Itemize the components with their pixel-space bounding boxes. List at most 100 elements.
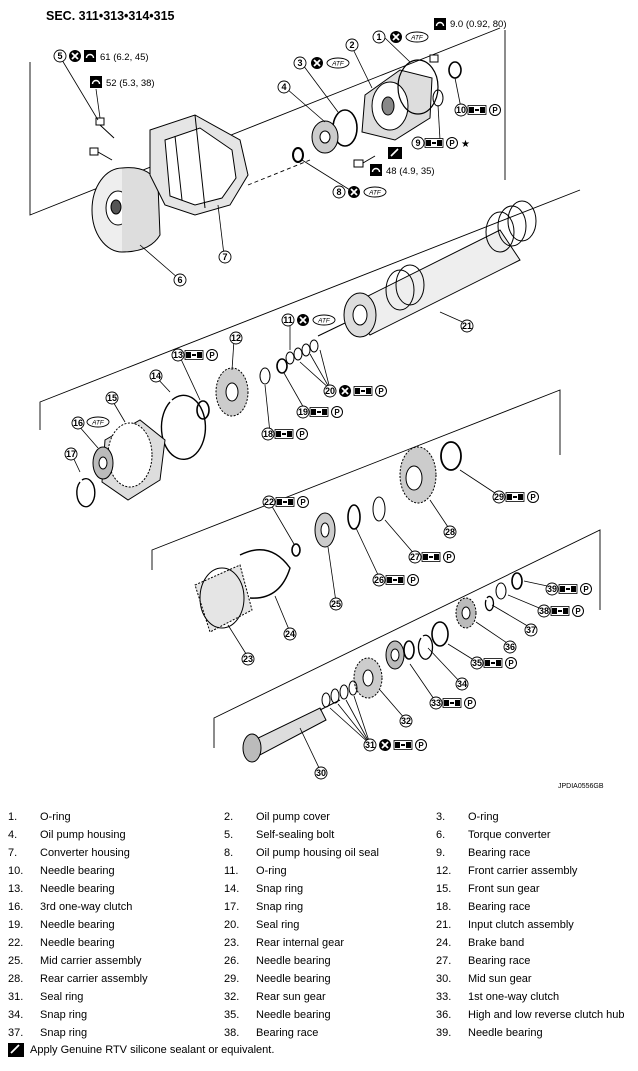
atf-icon: ATF [363, 186, 387, 198]
callout-15: 15 [105, 391, 119, 405]
callout-29: 29 [492, 490, 506, 504]
rear-carrier-assembly [399, 446, 437, 504]
legend-part: Needle bearing [256, 1009, 331, 1021]
svg-text:P: P [583, 585, 589, 594]
legend-part: Bearing race [468, 847, 531, 859]
brake-band [239, 549, 291, 599]
grease-icon [424, 138, 444, 148]
callout-1: 1 [372, 30, 386, 44]
callout-13: 13 [171, 348, 185, 362]
torque-spec-3: 52 (5.3, 38) [106, 78, 155, 89]
note-text: Apply Genuine RTV silicone sealant or eq… [30, 1044, 275, 1056]
legend-num: 20. [224, 919, 240, 931]
legend-row: 13.Needle bearing 14.Snap ring 15.Front … [8, 880, 632, 898]
rear-sun-gear [353, 657, 383, 699]
callout-27: 27 [408, 550, 422, 564]
petrolatum-icon: P [206, 349, 218, 361]
svg-text:9: 9 [415, 138, 420, 148]
torque-icon [89, 75, 103, 89]
callout-22: 22 [262, 495, 276, 509]
svg-text:ATF: ATF [317, 318, 331, 325]
svg-text:24: 24 [285, 629, 295, 639]
pump-bolt [353, 155, 376, 168]
legend-num: 29. [224, 973, 240, 985]
legend-num: 30. [436, 973, 452, 985]
svg-text:P: P [446, 553, 452, 562]
svg-text:8: 8 [336, 187, 341, 197]
petrolatum-icon: P [505, 657, 517, 669]
legend-num: 13. [8, 883, 24, 895]
legend-part: Input clutch assembly [468, 919, 574, 931]
callout-7: 7 [218, 250, 232, 264]
callout-17: 17 [64, 447, 78, 461]
svg-text:P: P [334, 408, 340, 417]
legend-num: 15. [436, 883, 452, 895]
needle-bearing-33 [403, 640, 415, 660]
grease-icon [385, 575, 405, 585]
replace-icon [68, 49, 82, 63]
petrolatum-icon: P [489, 104, 501, 116]
svg-text:25: 25 [331, 599, 341, 609]
petrolatum-icon: P [415, 739, 427, 751]
callout-14: 14 [149, 369, 163, 383]
legend-part: Bearing race [256, 1027, 319, 1039]
svg-text:ATF: ATF [91, 420, 105, 427]
svg-text:29: 29 [494, 492, 504, 502]
torque-spec-4: 48 (4.9, 35) [386, 166, 435, 177]
grease-icon [550, 606, 570, 616]
grease-icon [421, 552, 441, 562]
torque-converter [91, 167, 161, 253]
torque-icon [433, 17, 447, 31]
legend-num: 23. [224, 937, 240, 949]
svg-text:P: P [467, 699, 473, 708]
legend-part: Rear sun gear [256, 991, 326, 1003]
legend-part: Seal ring [40, 991, 84, 1003]
legend-row: 1.O-ring 2.Oil pump cover 3.O-ring [8, 808, 632, 826]
svg-text:13: 13 [173, 350, 183, 360]
callout-33: 33 [429, 696, 443, 710]
legend-part: O-ring [256, 865, 287, 877]
petrolatum-icon: P [443, 551, 455, 563]
svg-text:12: 12 [231, 333, 241, 343]
atf-icon: ATF [86, 416, 110, 428]
svg-text:27: 27 [410, 552, 420, 562]
legend-row: 19.Needle bearing 20.Seal ring 21.Input … [8, 916, 632, 934]
callout-6: 6 [173, 273, 187, 287]
svg-text:3: 3 [297, 58, 302, 68]
legend-row: 31.Seal ring 32.Rear sun gear 33.1st one… [8, 988, 632, 1006]
callout-32: 32 [399, 714, 413, 728]
legend-num: 32. [224, 991, 240, 1003]
callout-12: 12 [229, 331, 243, 345]
svg-text:P: P [418, 741, 424, 750]
svg-text:5: 5 [57, 51, 62, 61]
legend-part: Mid sun gear [468, 973, 532, 985]
legend-num: 26. [224, 955, 240, 967]
rear-internal-gear [194, 564, 253, 633]
replace-icon [347, 185, 361, 199]
legend-part: Oil pump housing [40, 829, 126, 841]
needle-bearing-35 [431, 621, 449, 647]
legend-part: Snap ring [256, 901, 304, 913]
svg-text:P: P [299, 430, 305, 439]
svg-text:16: 16 [73, 418, 83, 428]
bearing-race-38 [495, 582, 507, 600]
legend-part: Needle bearing [40, 937, 115, 949]
needle-bearing-29 [440, 441, 462, 471]
svg-text:P: P [378, 387, 384, 396]
callout-10: 10 [454, 103, 468, 117]
replace-icon [389, 30, 403, 44]
svg-text:2: 2 [349, 40, 354, 50]
bolt-lower [89, 147, 113, 161]
grease-icon [275, 497, 295, 507]
legend-num: 24. [436, 937, 452, 949]
needle-bearing-10 [448, 61, 462, 79]
svg-text:P: P [300, 498, 306, 507]
mid-carrier-assembly [314, 512, 336, 548]
callout-31: 31 [363, 738, 377, 752]
legend-part: Needle bearing [256, 955, 331, 967]
callout-25: 25 [329, 597, 343, 611]
snap-ring-17 [76, 477, 96, 508]
legend-num: 4. [8, 829, 18, 841]
torque-spec-2: 61 (6.2, 45) [100, 52, 149, 63]
needle-bearing-26 [347, 504, 361, 530]
